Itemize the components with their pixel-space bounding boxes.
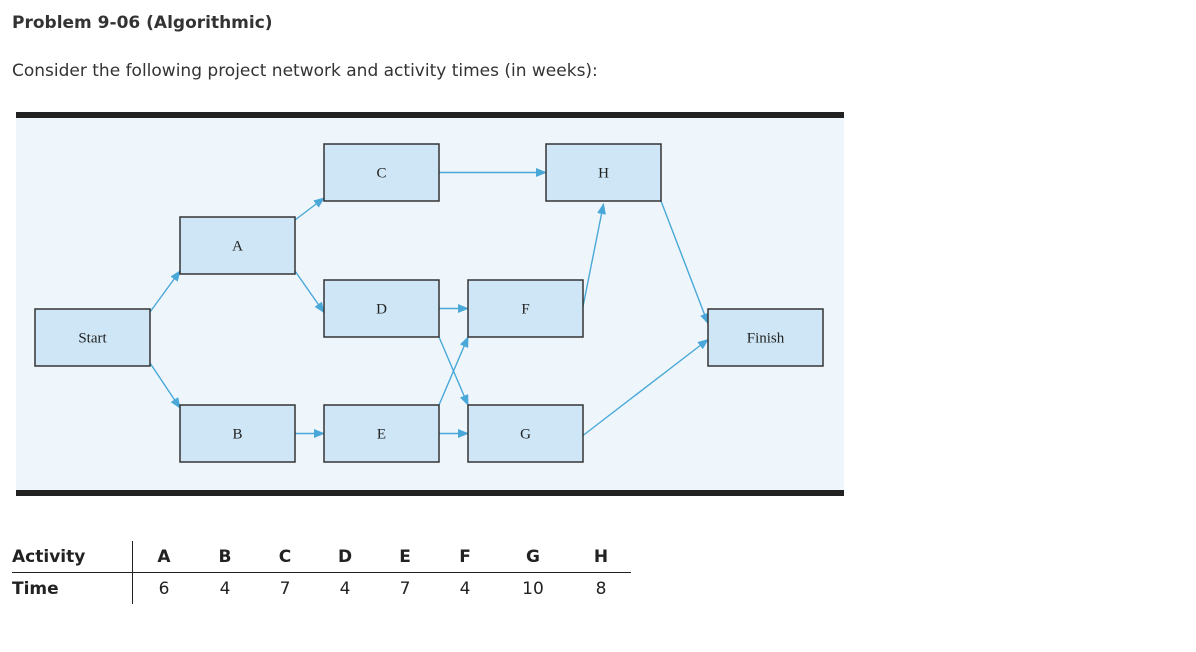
activity-cell: B — [195, 541, 255, 573]
node-label: D — [376, 302, 387, 318]
activity-row: Activity A B C D E F G H — [12, 541, 631, 573]
node-box — [323, 279, 440, 338]
time-cell: 4 — [339, 578, 351, 599]
node-g: G — [467, 404, 584, 463]
edge-e-to-f — [438, 335, 469, 406]
edge-h-to-finish — [660, 200, 709, 325]
node-e: E — [323, 404, 440, 463]
node-label: A — [232, 239, 243, 255]
node-label: E — [377, 427, 386, 443]
node-label: H — [598, 166, 609, 182]
node-box — [707, 308, 824, 367]
activity-cell: E — [375, 541, 435, 573]
edge-a-to-c — [294, 197, 325, 221]
node-label: B — [232, 427, 242, 443]
node-label: F — [521, 302, 529, 318]
node-h: H — [545, 143, 662, 202]
edge-start-to-b — [149, 362, 181, 409]
problem-title: Problem 9-06 (Algorithmic) — [12, 13, 273, 33]
diagram-top-bar — [16, 112, 844, 118]
problem-intro: Consider the following project network a… — [12, 61, 598, 81]
node-box — [467, 279, 584, 338]
time-cell: 4 — [219, 578, 231, 599]
activity-cell: D — [315, 541, 375, 573]
nodes-layer: Start A B C D E F G H Finish — [34, 143, 824, 463]
node-start: Start — [34, 308, 151, 367]
project-network-diagram: Start A B C D E F G H Finish — [16, 112, 844, 496]
node-c: C — [323, 143, 440, 202]
edge-start-to-a — [149, 270, 181, 313]
node-box — [179, 216, 296, 275]
activity-time-table: Activity A B C D E F G H Time 6 4 7 4 7 … — [12, 541, 631, 604]
node-d: D — [323, 279, 440, 338]
node-box — [323, 404, 440, 463]
node-a: A — [179, 216, 296, 275]
activity-cell: C — [255, 541, 315, 573]
time-cell: 7 — [279, 578, 291, 599]
edges-layer — [149, 168, 709, 438]
edge-a-to-d — [294, 270, 325, 314]
node-label: Finish — [747, 331, 785, 347]
activity-cell: F — [435, 541, 495, 573]
node-box — [34, 308, 151, 367]
edge-f-to-h — [582, 202, 606, 307]
node-finish: Finish — [707, 308, 824, 367]
node-box — [323, 143, 440, 202]
node-label: G — [520, 427, 531, 443]
node-label: Start — [78, 331, 107, 347]
activity-cell: H — [571, 541, 631, 573]
node-b: B — [179, 404, 296, 463]
time-row-header: Time — [12, 572, 133, 604]
diagram-bottom-bar — [16, 490, 844, 496]
time-cell: 8 — [595, 578, 607, 599]
node-box — [467, 404, 584, 463]
time-cell: 10 — [522, 578, 544, 599]
time-row: Time 6 4 7 4 7 4 10 8 — [12, 572, 631, 604]
edge-g-to-finish — [582, 338, 709, 437]
node-label: C — [376, 166, 386, 182]
time-cell: 6 — [158, 578, 170, 599]
node-box — [179, 404, 296, 463]
node-box — [545, 143, 662, 202]
node-f: F — [467, 279, 584, 338]
time-cell: 4 — [459, 578, 471, 599]
time-cell: 7 — [399, 578, 411, 599]
activity-cell: A — [132, 541, 195, 573]
activity-cell: G — [495, 541, 571, 573]
activity-row-header: Activity — [12, 541, 133, 573]
